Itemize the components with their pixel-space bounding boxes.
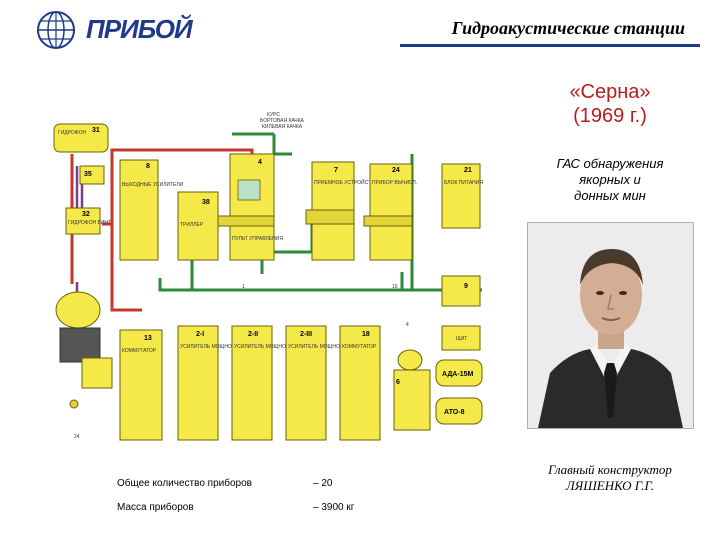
station-name-block: «Серна» (1969 г.) — [520, 80, 700, 128]
diagram-top-label: КУРС — [267, 112, 280, 118]
diagram-top-label: БОРТОВАЯ КАЧКА — [260, 118, 305, 124]
unit-number: 35 — [84, 171, 92, 178]
unit-18: 18 КОММУТАТОР — [339, 325, 381, 441]
page-title: Гидроакустические станции — [451, 18, 685, 38]
unit-label: ЩИТ — [456, 336, 467, 342]
station-description-line: ГАС обнаружения — [556, 156, 664, 171]
unit-number: 2-III — [300, 331, 312, 338]
unit-ada-15m: АДА-15М — [435, 359, 483, 387]
logo-wordmark: ПРИБОЙ — [86, 14, 193, 44]
station-description-line: донных мин — [574, 188, 646, 203]
header-divider — [400, 44, 700, 47]
unit-label: КОММУТАТОР — [342, 344, 377, 350]
unit-2-iii: 2-III УСИЛИТЕЛЬ МОЩНОСТИ — [285, 325, 350, 441]
unit-label: ТРИЛЛЕР — [180, 222, 204, 228]
unit-ato-8: АТО-8 — [435, 397, 483, 425]
unit-8: 8 ВЫХОДНЫЕ УСИЛИТЕЛИ — [119, 159, 184, 261]
unit-number: 8 — [146, 163, 150, 170]
unit-number: 2-II — [248, 331, 258, 338]
unit-32: 32 ГИДРОФОН ВИНТ — [65, 207, 111, 235]
stat-label: Масса приборов — [117, 502, 194, 513]
unit-label: УСИЛИТЕЛЬ МОЩНОСТИ — [288, 344, 350, 350]
unit-number: 2-I — [196, 331, 204, 338]
unit-21: 21 БЛОК ПИТАНИЯ — [441, 163, 483, 229]
equipment-diagram: .u{fill:#f5e94a;stroke:#6b6100;stroke-wi… — [52, 104, 492, 444]
unit-31: 31 ГИДРОФОН — [53, 123, 109, 153]
unit-number: 4 — [258, 159, 262, 166]
logo-globe-icon — [36, 10, 76, 50]
equipment-diagram-svg: .u{fill:#f5e94a;stroke:#6b6100;stroke-wi… — [53, 112, 483, 441]
unit-38: 38 ТРИЛЛЕР — [177, 191, 219, 261]
station-description-line: якорных и — [579, 172, 641, 187]
station-year: (1969 г.) — [573, 105, 647, 127]
unit-6: 6 — [393, 349, 431, 431]
unit-label: ПУЛЬТ УПРАВЛЕНИЯ — [232, 236, 283, 242]
diagram-number: 15 — [392, 284, 398, 290]
unit-number: 6 — [396, 379, 400, 386]
transducer-unit — [55, 291, 113, 409]
unit-9: 9 — [441, 275, 481, 307]
unit-label: УСИЛИТЕЛЬ МОЩНОСТИ — [180, 344, 242, 350]
unit-label: ГИДРОФОН ВИНТ — [68, 220, 111, 226]
designer-caption: Главный конструктор ЛЯШЕНКО Г.Г. — [520, 462, 700, 494]
unit-13: 13 КОММУТАТОР — [119, 329, 163, 441]
unit-label: ПРИЕМНОЕ УСТРОЙСТВО — [314, 178, 378, 186]
unit-4-console: 4 ПУЛЬТ УПРАВЛЕНИЯ — [217, 153, 283, 261]
unit-number: 21 — [464, 167, 472, 174]
unit-label: АДА-15М — [442, 371, 473, 378]
unit-24: 24 ПРИБОР ВЫЧИСЛ. — [363, 163, 417, 261]
unit-number: 9 — [464, 283, 468, 290]
diagram-number: 4 — [406, 322, 409, 328]
unit-number: 32 — [82, 211, 90, 218]
unit-number: 24 — [392, 167, 400, 174]
diagram-top-label: КИЛЕВАЯ КАЧКА — [262, 124, 303, 130]
unit-2-ii: 2-II УСИЛИТЕЛЬ МОЩНОСТИ — [231, 325, 296, 441]
diagram-number: 1 — [242, 284, 245, 290]
stat-value: – 3900 кг — [313, 502, 355, 513]
unit-number: 7 — [334, 167, 338, 174]
designer-portrait-image — [527, 222, 694, 429]
designer-role: Главный конструктор — [548, 462, 672, 477]
unit-label: БЛОК ПИТАНИЯ — [444, 180, 483, 186]
stat-label: Общее количество приборов — [117, 478, 252, 489]
unit-2-i: 2-I УСИЛИТЕЛЬ МОЩНОСТИ — [177, 325, 242, 441]
unit-number: 31 — [92, 127, 100, 134]
unit-35: 35 — [79, 165, 105, 185]
unit-7: 7 ПРИЕМНОЕ УСТРОЙСТВО — [305, 161, 378, 261]
unit-label: ГИДРОФОН — [58, 130, 86, 136]
unit-label: УСИЛИТЕЛЬ МОЩНОСТИ — [234, 344, 296, 350]
unit-shield: ЩИТ — [441, 325, 481, 351]
unit-label: ПРИБОР ВЫЧИСЛ. — [372, 180, 417, 186]
unit-number: 38 — [202, 199, 210, 206]
unit-label: КОММУТАТОР — [122, 348, 157, 354]
designer-name: ЛЯШЕНКО Г.Г. — [565, 478, 655, 493]
diagram-number: 24 — [74, 434, 80, 440]
unit-label: ВЫХОДНЫЕ УСИЛИТЕЛИ — [122, 182, 184, 188]
station-name: «Серна» — [569, 81, 651, 103]
stat-value: – 20 — [313, 478, 333, 489]
unit-label: АТО-8 — [444, 409, 465, 416]
unit-number: 18 — [362, 331, 370, 338]
unit-number: 13 — [144, 335, 152, 342]
station-description: ГАС обнаружения якорных и донных мин — [530, 156, 690, 204]
